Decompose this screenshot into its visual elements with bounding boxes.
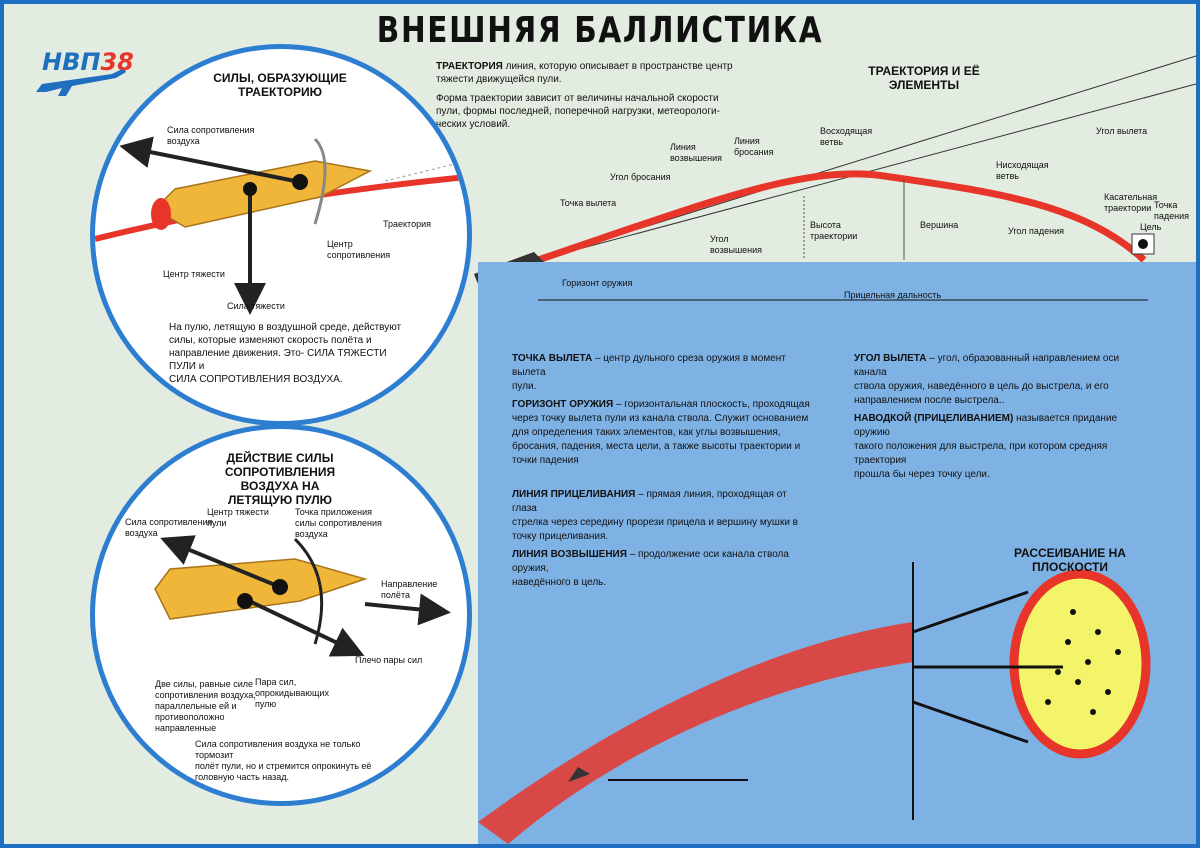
page-title: ВНЕШНЯЯ БАЛЛИСТИКА: [376, 10, 824, 51]
label-gravity-center: Центр тяжести: [163, 269, 225, 279]
air-resistance-diagram: [154, 535, 451, 657]
rifle-icon: [36, 68, 126, 96]
definition-elevation-line: ЛИНИЯ ВОЗВЫШЕНИЯ – продолжение оси канал…: [512, 549, 789, 588]
air-text: Сила сопротивления воздуха не только тор…: [195, 739, 372, 782]
label-fall-angle: Угол падения: [1008, 226, 1064, 236]
label-weapon-horizon: Горизонт оружия: [562, 278, 633, 288]
trajectory-diagram: [474, 55, 1196, 284]
label-trajectory: Траектория: [383, 219, 431, 229]
label-apex: Вершина: [920, 220, 959, 230]
label-force-arm: Плечо пары сил: [355, 655, 423, 665]
trajectory-intro: ТРАЕКТОРИЯ линия, которую описывает в пр…: [436, 61, 733, 130]
label-sighting-range: Прицельная дальность: [844, 290, 942, 300]
dispersion-heading: РАССЕИВАНИЕ НА ПЛОСКОСТИ: [1014, 546, 1126, 574]
label-throw-angle: Угол бросания: [610, 172, 671, 182]
dispersion-diagram: [478, 299, 1151, 844]
label-target: Цель: [1140, 222, 1162, 232]
logo: НВП38: [32, 44, 134, 104]
forces-diagram: [95, 136, 467, 315]
label-departure-point: Точка вылета: [560, 198, 617, 208]
definition-aiming: НАВОДКОЙ (ПРИЦЕЛИВАНИЕМ) называется прид…: [854, 413, 1118, 480]
label-gravity: Сила тяжести: [227, 301, 285, 311]
poster: ВНЕШНЯЯ БАЛЛИСТИКА НВП38 СИЛЫ, ОБРАЗУЮЩИ…: [4, 4, 1196, 844]
logo-text: НВП38: [42, 48, 134, 76]
definition-sighting-line: ЛИНИЯ ПРИЦЕЛИВАНИЯ – прямая линия, прохо…: [512, 489, 798, 542]
definition-departure-point: ТОЧКА ВЫЛЕТА – центр дульного среза оруж…: [512, 353, 786, 392]
definition-weapon-horizon: ГОРИЗОНТ ОРУЖИЯ – горизонтальная плоскос…: [512, 399, 810, 466]
label-departure-angle: Угол вылета: [1096, 126, 1148, 136]
forces-text: На пулю, летящую в воздушной среде, дейс…: [169, 322, 402, 385]
definition-departure-angle: УГОЛ ВЫЛЕТА – угол, образованный направл…: [854, 353, 1120, 406]
definitions-panel: Горизонт оружия Прицельная дальность ТОЧ…: [478, 262, 1196, 844]
trajectory-heading: ТРАЕКТОРИЯ И ЕЁ ЭЛЕМЕНТЫ: [868, 64, 980, 92]
